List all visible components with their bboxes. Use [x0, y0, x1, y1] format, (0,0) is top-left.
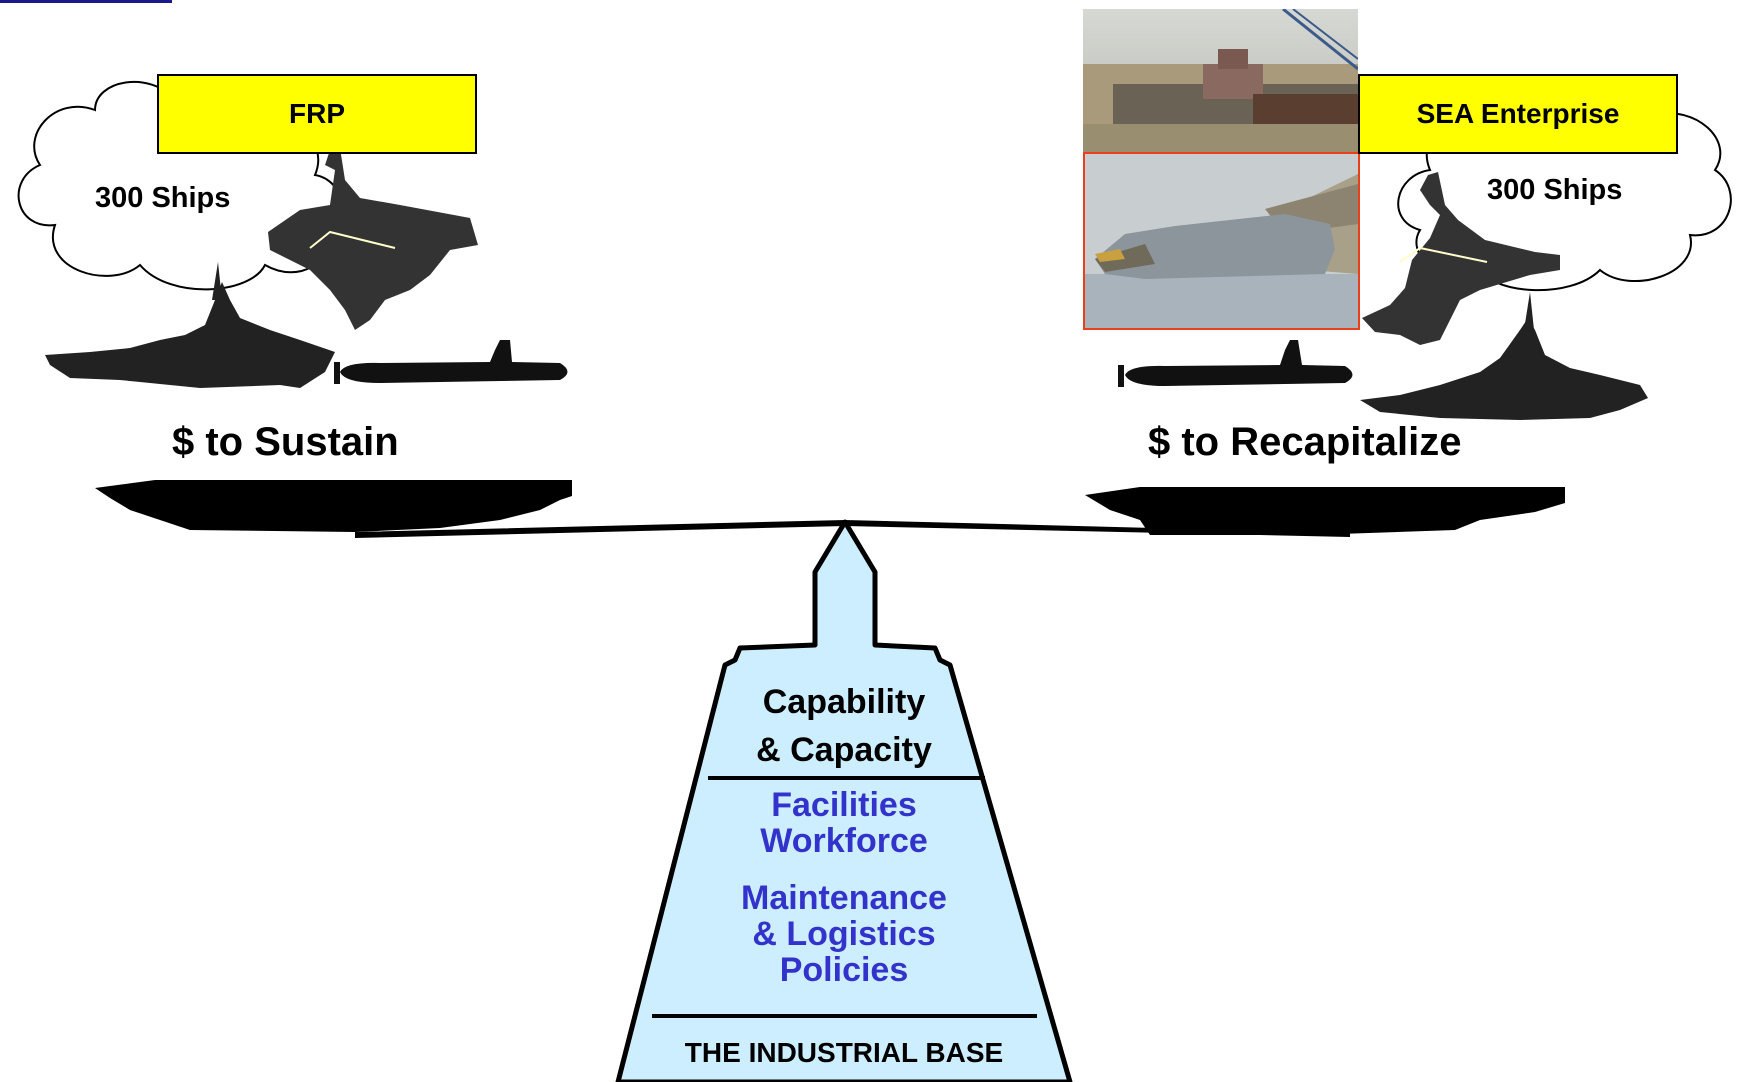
left-destroyer-silhouette [45, 262, 335, 388]
maintenance-logistics-text: Maintenance & Logistics Policies [634, 880, 1054, 988]
corner-accent-bar [0, 0, 172, 3]
maintenance-line: Maintenance [741, 879, 947, 917]
right-scale-pan [1085, 487, 1565, 535]
facilities-line: Facilities [771, 786, 917, 824]
recapitalize-label: $ to Recapitalize [1148, 420, 1462, 464]
policies-line: Policies [779, 951, 909, 989]
logistics-line: & Logistics [752, 915, 936, 953]
scale-beam [355, 520, 1350, 538]
capacity-line: & Capacity [756, 731, 932, 769]
right-cloud-label: 300 Ships [1487, 174, 1623, 206]
sea-enterprise-label-box: SEA Enterprise [1358, 74, 1678, 154]
industrial-base-label: THE INDUSTRIAL BASE [684, 1037, 1004, 1068]
facilities-workforce-text: Facilities Workforce [634, 787, 1054, 859]
fulcrum-base-shape [615, 519, 1073, 1082]
left-scale-pan [95, 480, 572, 532]
sea-enterprise-label: SEA Enterprise [1416, 98, 1620, 129]
frp-label: FRP [289, 98, 345, 129]
fast-catamaran-photo [1083, 152, 1360, 330]
right-aircraft-carrier-silhouette [1362, 172, 1560, 345]
frp-label-box: FRP [157, 74, 477, 154]
right-destroyer-silhouette [1360, 292, 1648, 420]
left-aircraft-carrier-silhouette [268, 148, 478, 330]
capability-line: Capability [762, 683, 926, 721]
sustain-label: $ to Sustain [172, 420, 399, 464]
shipyard-dock-photo [1083, 9, 1358, 152]
left-cloud-label: 300 Ships [95, 182, 231, 214]
workforce-line: Workforce [760, 822, 928, 860]
left-submarine-silhouette [334, 340, 568, 384]
right-submarine-silhouette [1118, 340, 1353, 387]
capability-capacity-text: Capability & Capacity [634, 678, 1054, 774]
